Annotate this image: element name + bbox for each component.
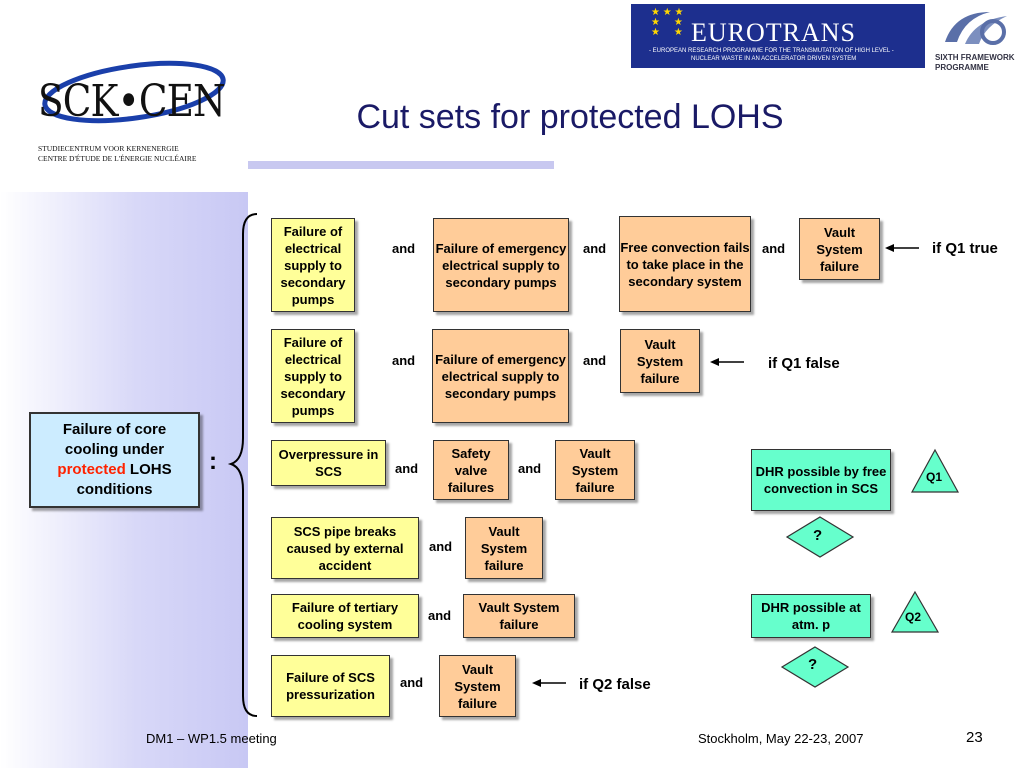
sckcen-logo: SCK•CEN STUDIECENTRUM VOOR KERNENERGIE C…: [28, 54, 228, 174]
footer-center: Stockholm, May 22-23, 2007: [698, 731, 864, 746]
eurotrans-sub2: NUCLEAR WASTE IN AN ACCELERATOR DRIVEN S…: [691, 56, 857, 62]
sckcen-logo-text: SCK•CEN: [38, 76, 226, 127]
r2-box2: Failure of emergency electrical supply t…: [432, 329, 569, 423]
fp6-line1: SIXTH FRAMEWORK: [935, 53, 1015, 62]
r1-box1: Failure of electrical supply to secondar…: [271, 218, 355, 312]
r2-and1: and: [392, 353, 416, 368]
r3-box3: Vault System failure: [555, 440, 635, 500]
main-box-line1: Failure of core: [62, 421, 167, 438]
q2-triangle-icon: [890, 590, 940, 633]
q1-question: ?: [813, 527, 823, 544]
sckcen-subtitle-1: STUDIECENTRUM VOOR KERNENERGIE: [38, 144, 179, 153]
q1-triangle-icon: [910, 448, 960, 493]
q2-label: Q2: [905, 610, 922, 624]
eurotrans-sub1: - EUROPEAN RESEARCH PROGRAMME FOR THE TR…: [649, 48, 894, 54]
r1-arrow-icon: [885, 244, 919, 252]
r4-box1: SCS pipe breaks caused by external accid…: [271, 517, 419, 579]
dhr2-box: DHR possible at atm. p: [751, 594, 871, 638]
r2-box1: Failure of electrical supply to secondar…: [271, 329, 355, 423]
page-number: 23: [966, 729, 983, 746]
eurotrans-title: EUROTRANS: [691, 18, 857, 47]
fp6-swirl-icon: [945, 12, 1007, 45]
r6-if-label: if Q2 false: [579, 676, 651, 693]
r6-and1: and: [400, 675, 424, 690]
fp6-logo: SIXTH FRAMEWORK PROGRAMME: [935, 6, 1020, 76]
main-box-line4: conditions: [76, 481, 153, 498]
r1-and1: and: [392, 241, 416, 256]
r3-box1: Overpressure in SCS: [271, 440, 386, 486]
slide-title: Cut sets for protected LOHS: [356, 98, 784, 136]
r5-and1: and: [428, 608, 452, 623]
r6-box1: Failure of SCS pressurization: [271, 655, 390, 717]
main-box-protected: protected: [57, 461, 126, 478]
r2-arrow-icon: [710, 358, 744, 366]
footer-left: DM1 – WP1.5 meeting: [146, 731, 277, 746]
main-box-lohs: LOHS: [125, 461, 172, 478]
r2-box3: Vault System failure: [620, 329, 700, 393]
r2-and2: and: [583, 353, 607, 368]
r6-arrow-icon: [532, 679, 566, 687]
r1-box2: Failure of emergency electrical supply t…: [433, 218, 569, 312]
r1-if-label: if Q1 true: [932, 240, 998, 257]
r4-box2: Vault System failure: [465, 517, 543, 579]
q2-question: ?: [808, 656, 818, 673]
r1-box4: Vault System failure: [799, 218, 880, 280]
main-box-line2: cooling under: [64, 441, 165, 458]
r1-box3: Free convection fails to take place in t…: [619, 216, 751, 312]
r1-and3: and: [762, 241, 786, 256]
r5-box1: Failure of tertiary cooling system: [271, 594, 419, 638]
sckcen-subtitle-2: CENTRE D'ÉTUDE DE L'ÉNERGIE NUCLÉAIRE: [38, 154, 197, 163]
r3-and1: and: [395, 461, 419, 476]
r6-box2: Vault System failure: [439, 655, 516, 717]
r4-and1: and: [429, 539, 453, 554]
sckcen-swoosh-icon: [42, 60, 226, 124]
r3-box2: Safety valve failures: [433, 440, 509, 500]
q2-diamond-icon: [780, 646, 850, 688]
title-underline-bar: [248, 161, 554, 169]
dhr1-box: DHR possible by free convection in SCS: [751, 449, 891, 511]
colon-symbol: :: [209, 448, 217, 475]
r5-box2: Vault System failure: [463, 594, 575, 638]
main-failure-box: Failure of core cooling under protected …: [29, 412, 200, 508]
eurotrans-logo: ★ ★ ★★ ★★ ★ EUROTRANS - EUROPEAN RESEARC…: [631, 4, 925, 68]
q1-label: Q1: [926, 470, 943, 484]
r2-if-label: if Q1 false: [768, 355, 840, 372]
fp6-line2: PROGRAMME: [935, 63, 989, 72]
r3-and2: and: [518, 461, 542, 476]
curly-brace-icon: [227, 213, 258, 717]
eu-stars-icon: ★ ★ ★★ ★★ ★: [651, 7, 684, 38]
q1-diamond-icon: [785, 516, 855, 558]
r1-and2: and: [583, 241, 607, 256]
